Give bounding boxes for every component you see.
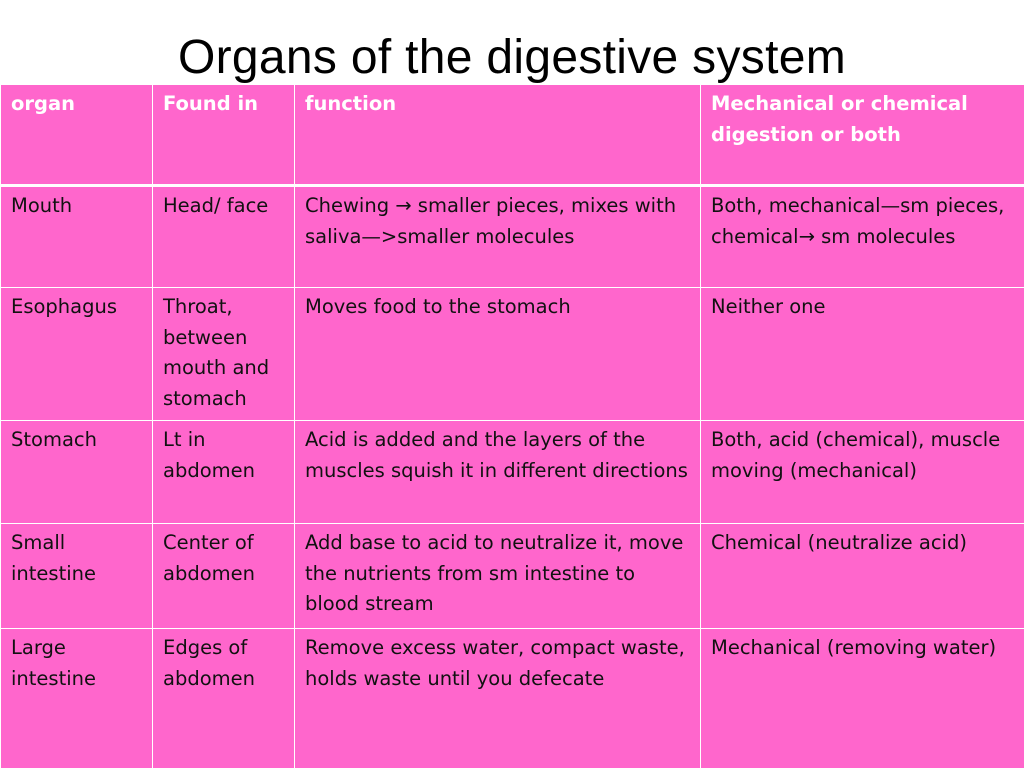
- cell-found-in: Head/ face: [152, 185, 295, 288]
- cell-digestion: Both, acid (chemical), muscle moving (me…: [700, 420, 1024, 524]
- cell-found-in: Throat, between mouth and stomach: [152, 287, 295, 421]
- table-row: Esophagus Throat, between mouth and stom…: [0, 287, 1024, 421]
- cell-organ: Small intestine: [0, 523, 153, 629]
- cell-found-in: Center of abdomen: [152, 523, 295, 629]
- cell-function: Add base to acid to neutralize it, move …: [294, 523, 701, 629]
- cell-organ: Large intestine: [0, 628, 153, 768]
- header-digestion-type: Mechanical or chemical digestion or both: [700, 84, 1024, 187]
- table-row: Small intestine Center of abdomen Add ba…: [0, 523, 1024, 629]
- cell-function: Chewing → smaller pieces, mixes with sal…: [294, 185, 701, 288]
- cell-function: Remove excess water, compact waste, hold…: [294, 628, 701, 768]
- table-header-row: organ Found in function Mechanical or ch…: [0, 84, 1024, 187]
- cell-found-in: Edges of abdomen: [152, 628, 295, 768]
- cell-digestion: Both, mechanical—sm pieces, chemical→ sm…: [700, 185, 1024, 288]
- table-row: Stomach Lt in abdomen Acid is added and …: [0, 420, 1024, 524]
- cell-digestion: Chemical (neutralize acid): [700, 523, 1024, 629]
- table-row: Large intestine Edges of abdomen Remove …: [0, 628, 1024, 768]
- header-organ: organ: [0, 84, 153, 187]
- cell-digestion: Neither one: [700, 287, 1024, 421]
- cell-organ: Mouth: [0, 185, 153, 288]
- cell-digestion: Mechanical (removing water): [700, 628, 1024, 768]
- cell-function: Moves food to the stomach: [294, 287, 701, 421]
- digestive-organs-table: organ Found in function Mechanical or ch…: [0, 84, 1024, 768]
- cell-function: Acid is added and the layers of the musc…: [294, 420, 701, 524]
- header-function: function: [294, 84, 701, 187]
- cell-organ: Stomach: [0, 420, 153, 524]
- slide-title: Organs of the digestive system: [178, 31, 846, 84]
- cell-found-in: Lt in abdomen: [152, 420, 295, 524]
- table-row: Mouth Head/ face Chewing → smaller piece…: [0, 185, 1024, 288]
- header-found-in: Found in: [152, 84, 295, 187]
- cell-organ: Esophagus: [0, 287, 153, 421]
